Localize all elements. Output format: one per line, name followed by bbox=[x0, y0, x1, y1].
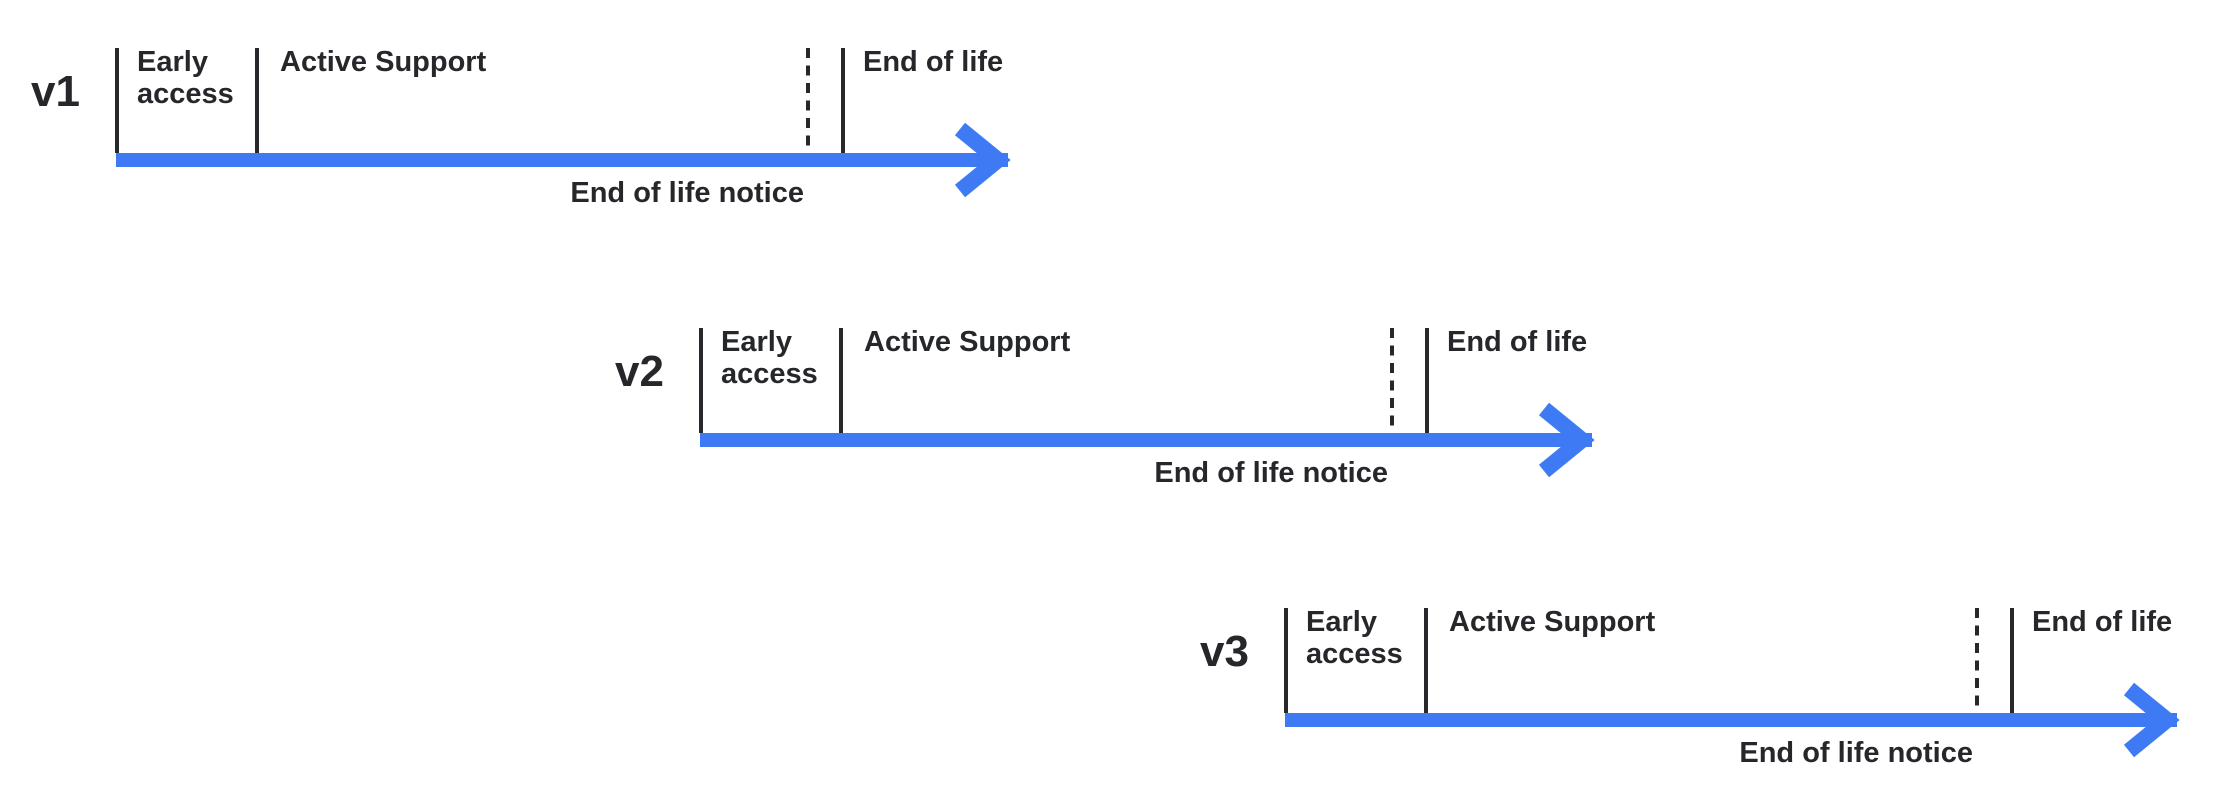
end-of-life-notice-label: End of life notice bbox=[570, 177, 804, 209]
early-access-label: Early access bbox=[137, 46, 234, 110]
timeline-arrow-bar bbox=[115, 153, 1008, 167]
end-of-life-tick bbox=[1425, 328, 1429, 433]
end-of-life-notice-label: End of life notice bbox=[1739, 737, 1973, 769]
end-of-life-label: End of life bbox=[2032, 606, 2173, 638]
active-support-start-tick bbox=[255, 48, 259, 153]
end-of-life-notice-label: End of life notice bbox=[1154, 457, 1388, 489]
active-support-start-tick bbox=[1424, 608, 1428, 713]
active-support-label: Active Support bbox=[1449, 606, 1656, 638]
version-label: v2 bbox=[615, 347, 664, 396]
arrow-head-icon bbox=[954, 122, 1011, 198]
early-access-start-tick bbox=[699, 328, 703, 433]
eol-notice-dashed-tick bbox=[1975, 608, 1979, 713]
arrow-head-icon bbox=[1538, 402, 1595, 478]
timeline-arrow-bar bbox=[1284, 713, 2177, 727]
arrow-head-icon bbox=[2123, 682, 2180, 758]
active-support-start-tick bbox=[839, 328, 843, 433]
end-of-life-tick bbox=[841, 48, 845, 153]
end-of-life-label: End of life bbox=[863, 46, 1004, 78]
version-label: v3 bbox=[1200, 627, 1249, 676]
version-label: v1 bbox=[31, 67, 80, 116]
early-access-label: Early access bbox=[721, 326, 818, 390]
eol-notice-dashed-tick bbox=[806, 48, 810, 153]
early-access-start-tick bbox=[115, 48, 119, 153]
eol-notice-dashed-tick bbox=[1390, 328, 1394, 433]
timeline-arrow-bar bbox=[699, 433, 1592, 447]
early-access-label: Early access bbox=[1306, 606, 1403, 670]
end-of-life-tick bbox=[2010, 608, 2014, 713]
active-support-label: Active Support bbox=[864, 326, 1071, 358]
end-of-life-label: End of life bbox=[1447, 326, 1588, 358]
active-support-label: Active Support bbox=[280, 46, 487, 78]
early-access-start-tick bbox=[1284, 608, 1288, 713]
